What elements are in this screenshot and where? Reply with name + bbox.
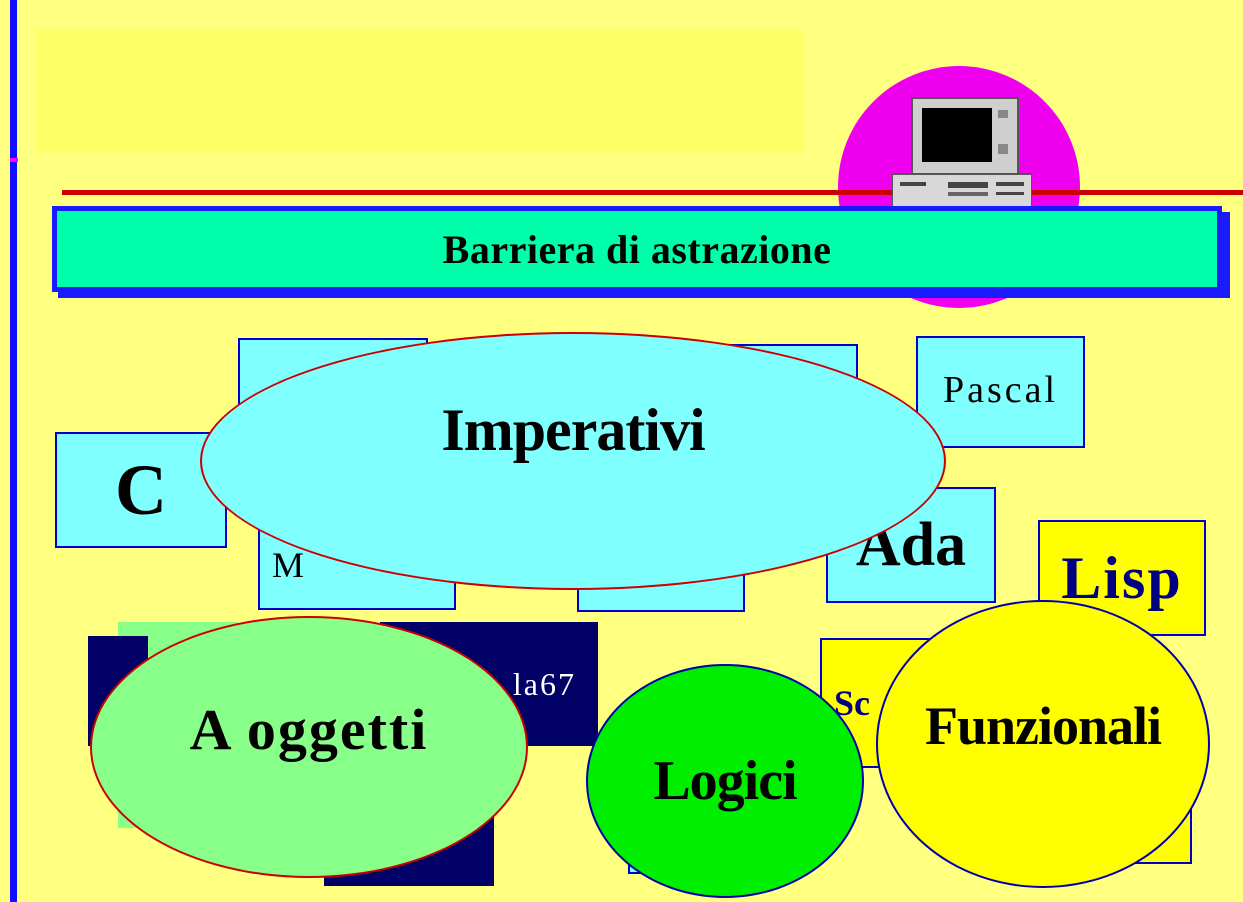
computer-icon bbox=[892, 97, 1032, 208]
abstraction-barrier-banner: Barriera di astrazione bbox=[52, 206, 1222, 292]
lang-box-lisp: Lisp bbox=[1038, 520, 1206, 636]
category-imperative: Imperativi bbox=[200, 332, 946, 590]
category-logical: Logici bbox=[586, 664, 864, 898]
horizontal-rule bbox=[62, 190, 1243, 195]
lang-modula-label: M bbox=[272, 545, 305, 585]
left-border-bar bbox=[10, 0, 17, 902]
lang-pascal-label: Pascal bbox=[942, 369, 1059, 411]
category-functional-label: Funzionali bbox=[924, 696, 1162, 756]
title-area bbox=[35, 30, 803, 152]
lang-box-pascal: Pascal bbox=[916, 336, 1085, 448]
lang-c-label: C bbox=[115, 449, 167, 530]
lang-box-c: C bbox=[55, 432, 227, 548]
banner-label: Barriera di astrazione bbox=[442, 226, 832, 272]
left-border-tick bbox=[10, 158, 18, 162]
category-imperative-label: Imperativi bbox=[441, 396, 705, 463]
category-object-oriented: A oggetti bbox=[90, 616, 528, 878]
category-object-oriented-label: A oggetti bbox=[189, 696, 429, 762]
lang-simula-label: la67 bbox=[512, 665, 576, 702]
lang-lisp-label: Lisp bbox=[1061, 544, 1183, 611]
category-logical-label: Logici bbox=[653, 750, 797, 812]
category-functional: Funzionali bbox=[876, 600, 1210, 888]
